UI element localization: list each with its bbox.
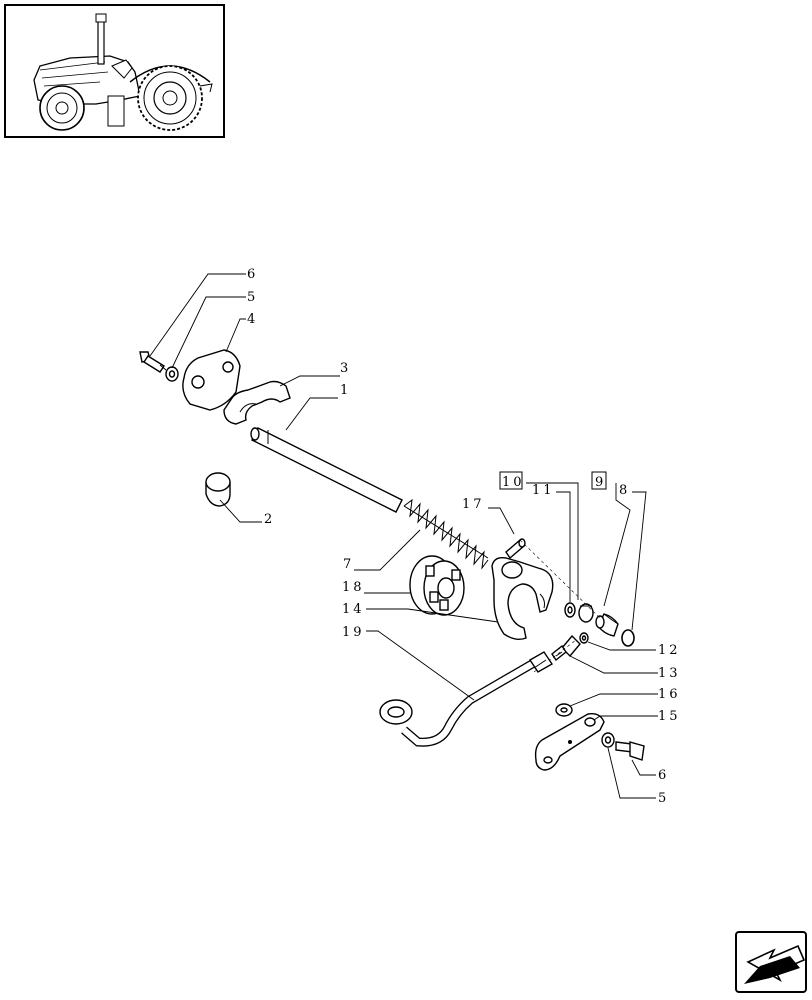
label-part-8: 8	[619, 483, 630, 498]
part-10-box	[499, 471, 523, 490]
part-8-o-ring	[621, 629, 635, 647]
next-page-arrow-icon[interactable]	[735, 931, 807, 993]
part-4-plate	[182, 349, 241, 411]
part-6-bolt-bottom	[615, 741, 645, 761]
label-part-13: 13	[658, 666, 681, 681]
part-1-shift-rod	[250, 427, 403, 513]
part-11-ring	[564, 602, 576, 618]
part-17-pin	[505, 538, 526, 560]
label-part-15: 15	[658, 709, 681, 724]
tractor-thumbnail-icon[interactable]	[4, 4, 225, 138]
part-3-clip	[223, 380, 291, 425]
leader-lines	[149, 273, 658, 799]
part-19-lube-pipe	[379, 651, 553, 747]
label-part-6-top: 6	[247, 267, 258, 282]
label-part-10: 10	[502, 475, 525, 490]
label-part-5-top: 5	[247, 290, 258, 305]
label-part-2: 2	[264, 512, 275, 527]
label-part-17: 17	[462, 497, 485, 512]
label-part-19: 19	[342, 625, 365, 640]
part-9-plug	[595, 613, 619, 637]
part-13-fitting	[551, 634, 581, 662]
label-part-14: 14	[342, 602, 365, 617]
label-part-4: 4	[247, 312, 258, 327]
label-part-6-bottom: 6	[658, 768, 669, 783]
label-part-12: 12	[658, 643, 681, 658]
part-10-bush	[578, 603, 594, 623]
label-part-1: 1	[340, 383, 351, 398]
part-9-box	[591, 471, 607, 490]
part-14-shift-fork	[491, 556, 554, 641]
label-part-18: 18	[342, 580, 365, 595]
part-16-washer	[555, 703, 573, 717]
part-5-washer-top	[165, 366, 179, 382]
label-part-7: 7	[343, 557, 354, 572]
label-part-11: 11	[532, 483, 555, 498]
part-12-washer	[579, 632, 589, 644]
label-part-5-bottom: 5	[658, 791, 669, 806]
part-6-bolt-top	[139, 351, 167, 373]
part-7-spring	[403, 498, 489, 570]
part-2-cap	[205, 472, 231, 507]
part-18-coupling	[409, 555, 465, 616]
label-part-3: 3	[340, 361, 351, 376]
label-part-16: 16	[658, 687, 681, 702]
part-15-bracket-plate	[534, 712, 605, 771]
part-5-washer-bottom	[601, 732, 615, 748]
label-part-9: 9	[595, 475, 606, 490]
